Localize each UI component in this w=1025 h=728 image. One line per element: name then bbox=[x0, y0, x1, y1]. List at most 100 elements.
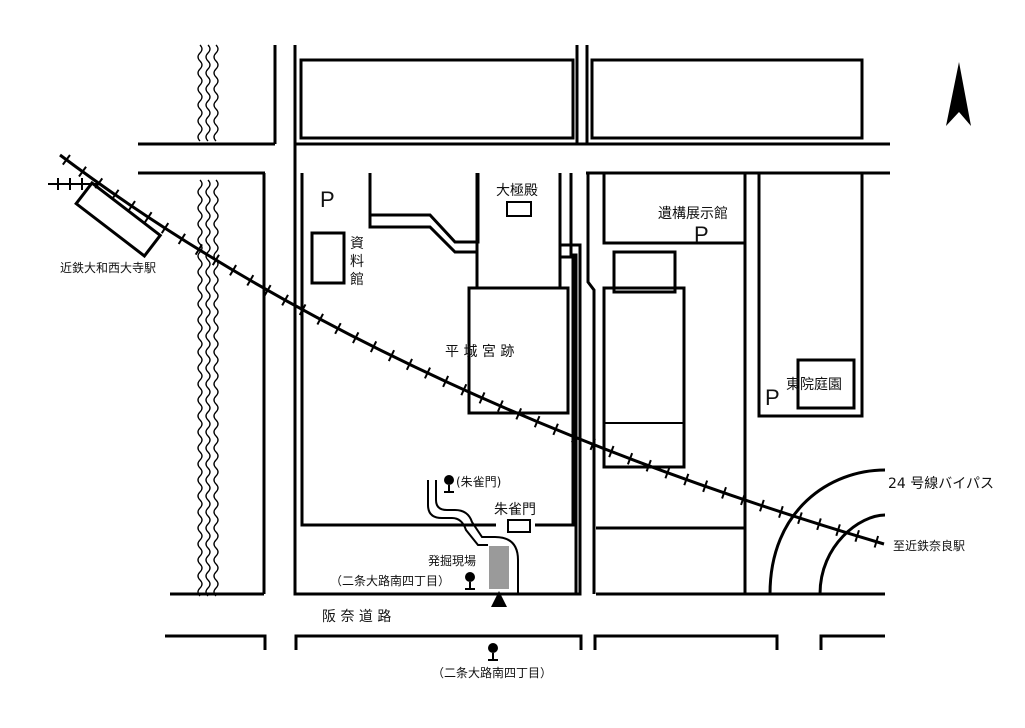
railway-tie bbox=[160, 222, 170, 234]
railway-tie bbox=[759, 499, 765, 512]
palace-inner-outline bbox=[368, 173, 480, 244]
railway-tie bbox=[797, 512, 803, 525]
inner-road bbox=[368, 215, 478, 254]
river-wave bbox=[197, 179, 203, 597]
railway-tie bbox=[533, 415, 541, 428]
railway-tie bbox=[127, 200, 136, 212]
road-south-lower bbox=[165, 634, 267, 650]
railway-tie bbox=[62, 154, 71, 166]
kintetsu-railway bbox=[48, 153, 885, 548]
label-bypass-24: 24 号線バイパス bbox=[888, 476, 994, 492]
railway-tie bbox=[460, 383, 468, 396]
railway-tie bbox=[816, 518, 822, 531]
river-wave bbox=[205, 179, 211, 597]
parking-p-icon: P bbox=[320, 187, 335, 212]
label-hakkutsu-genba: 発掘現場 bbox=[428, 553, 476, 568]
building-east-main bbox=[602, 286, 686, 469]
daigokuden-building bbox=[506, 201, 532, 217]
river-wave bbox=[213, 179, 219, 597]
railway-ties bbox=[57, 154, 880, 548]
railway-tie bbox=[229, 264, 237, 276]
building-east-upper bbox=[612, 250, 677, 294]
railway-tie bbox=[424, 367, 431, 379]
walk-path bbox=[435, 480, 519, 594]
you-are-here-icon bbox=[491, 591, 507, 607]
label-to-kintetsu-nara: 至近鉄奈良駅 bbox=[893, 538, 965, 553]
palace-east-inner bbox=[596, 173, 745, 530]
railway-tie bbox=[177, 233, 186, 245]
palace-west-inner bbox=[300, 173, 575, 527]
label-toin-teien: 東院庭園 bbox=[786, 376, 842, 393]
label-shiryokan: 資 bbox=[350, 236, 364, 252]
railway-tie bbox=[702, 480, 709, 493]
toin-block bbox=[757, 173, 864, 418]
label-shiryokan: 料 bbox=[350, 254, 364, 270]
railway-tie bbox=[211, 254, 220, 266]
bus-stop-icon bbox=[465, 572, 475, 590]
river-wave bbox=[213, 44, 219, 142]
railway-tie bbox=[369, 340, 378, 353]
map-labels: 大極殿 遺構展示館 資 料 館 平 城 宮 跡 東院庭園 近鉄大和西大寺駅 朱雀… bbox=[60, 183, 994, 680]
railway-tie bbox=[334, 322, 342, 335]
river-wave bbox=[197, 44, 203, 142]
railway-tie bbox=[298, 303, 307, 316]
railway-tie bbox=[552, 423, 559, 436]
railway-tie bbox=[405, 358, 413, 371]
label-heijo-kyuseki: 平 城 宮 跡 bbox=[445, 344, 514, 360]
railway-tie bbox=[740, 493, 746, 506]
label-nijo-stop: （二条大路南四丁目） bbox=[330, 573, 450, 588]
river-wave bbox=[205, 44, 211, 142]
railway-tie bbox=[246, 274, 255, 287]
railway-tie bbox=[316, 313, 324, 325]
railway-tie bbox=[778, 505, 784, 518]
label-daigokuden: 大極殿 bbox=[496, 183, 538, 199]
route-24-bypass bbox=[818, 513, 886, 595]
label-suzakumon: 朱雀門 bbox=[494, 502, 536, 518]
railway-tie bbox=[352, 331, 360, 344]
block-north-east bbox=[590, 58, 864, 140]
railway-tie bbox=[78, 166, 87, 178]
toin-teien-building bbox=[796, 358, 856, 410]
shiryokan-building bbox=[310, 231, 346, 285]
label-hanna-doro: 阪 奈 道 路 bbox=[322, 609, 391, 625]
palace-east-block bbox=[586, 173, 747, 596]
label-nijo-stop: （二条大路南四丁目） bbox=[432, 665, 552, 680]
railway-tie bbox=[683, 473, 690, 486]
railway-tie bbox=[387, 349, 395, 362]
label-shiryokan: 館 bbox=[350, 271, 364, 288]
suzakumon-building bbox=[507, 519, 531, 533]
block-north-west bbox=[299, 58, 575, 140]
road-south-lower bbox=[294, 634, 583, 650]
parking-p-icon: P bbox=[694, 222, 709, 247]
railway-tie bbox=[664, 466, 671, 479]
railway-tie bbox=[281, 294, 289, 306]
railway-tie bbox=[589, 438, 596, 451]
walk-path bbox=[427, 480, 488, 546]
road-network bbox=[138, 45, 890, 650]
river bbox=[197, 44, 219, 597]
railway-tie bbox=[515, 407, 523, 420]
railway-tie bbox=[442, 375, 450, 388]
railway-tie bbox=[873, 535, 880, 548]
railway-tie bbox=[497, 400, 504, 412]
railway-tie bbox=[478, 392, 486, 404]
railway-line bbox=[59, 153, 885, 546]
railway-tie bbox=[721, 486, 727, 499]
railway-tie bbox=[626, 452, 634, 465]
bus-stop-icon bbox=[488, 643, 498, 661]
north-arrow-icon bbox=[946, 62, 971, 126]
label-suzakumon-stop: (朱雀門) bbox=[456, 475, 501, 489]
railway-tie bbox=[144, 211, 153, 223]
bus-stop-icon bbox=[444, 475, 454, 493]
inner-road-east bbox=[560, 243, 578, 594]
railway-tie bbox=[570, 430, 578, 443]
label-iko-tenjikan: 遺構展示館 bbox=[658, 205, 728, 222]
railway-tie bbox=[263, 284, 272, 297]
road-south-lower bbox=[819, 634, 885, 650]
yamato-saidaiji-station bbox=[74, 180, 163, 259]
excavation-site bbox=[489, 546, 509, 589]
road-south-lower bbox=[593, 634, 779, 650]
railway-tie bbox=[608, 445, 615, 458]
route-24-bypass bbox=[768, 468, 886, 595]
